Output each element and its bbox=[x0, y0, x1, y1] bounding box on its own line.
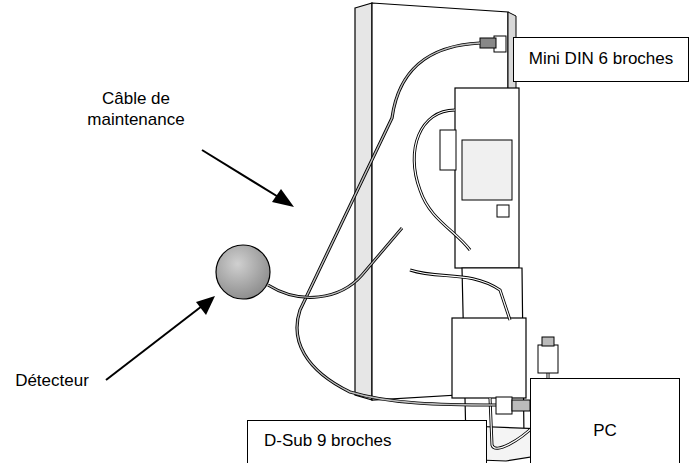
sensor bbox=[216, 245, 270, 299]
video-cable bbox=[410, 270, 510, 320]
dsub-connector bbox=[496, 397, 512, 414]
mini-din-plug bbox=[480, 38, 496, 48]
leader-arrow bbox=[202, 150, 280, 198]
video-connector bbox=[538, 345, 558, 373]
maintenance-cable-fill bbox=[297, 43, 496, 405]
dsub-shell bbox=[512, 400, 530, 411]
computer-box: PC bbox=[530, 378, 680, 463]
leader-arrow bbox=[106, 306, 202, 380]
stand-hinge bbox=[462, 140, 512, 200]
connector-label-box: D-Sub 9 broches bbox=[247, 420, 487, 463]
cable-label: Câble de maintenance bbox=[72, 88, 200, 131]
sensor-cable bbox=[268, 228, 402, 297]
sensor-cable-fill bbox=[268, 228, 402, 297]
cable-cover bbox=[452, 318, 526, 398]
box-text: PC bbox=[593, 421, 617, 441]
sensor-label: Détecteur bbox=[4, 370, 100, 391]
power-cable-fill bbox=[414, 110, 470, 250]
maintenance-cable bbox=[297, 43, 496, 405]
arrow-head bbox=[272, 189, 294, 207]
arrow-head bbox=[196, 296, 215, 315]
box-text: Mini DIN 6 broches bbox=[529, 49, 674, 69]
stand-icon bbox=[497, 205, 509, 217]
video-cable-fill bbox=[410, 270, 510, 320]
cable-holder bbox=[440, 130, 456, 170]
monitor-bezel bbox=[355, 3, 372, 400]
connector-label-box: Mini DIN 6 broches bbox=[513, 37, 689, 82]
stand-bracket bbox=[455, 88, 519, 268]
power-cable bbox=[414, 110, 470, 250]
box-text: D-Sub 9 broches bbox=[264, 431, 392, 451]
video-connector-pins bbox=[542, 337, 554, 346]
